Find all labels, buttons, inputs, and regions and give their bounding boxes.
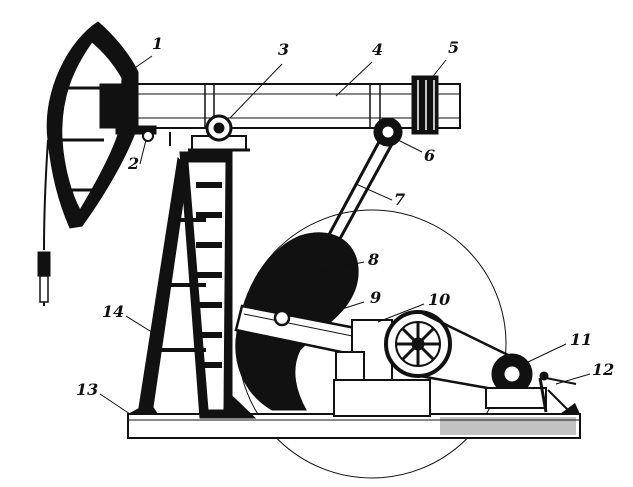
callout-5: 5 — [448, 38, 460, 57]
callout-13: 13 — [76, 380, 99, 399]
callout-3: 3 — [278, 40, 290, 59]
callout-4: 4 — [372, 40, 384, 59]
bridle-cable — [37, 139, 51, 306]
beam-counterweight — [411, 75, 439, 135]
equalizer-bearing — [373, 117, 403, 147]
brake-lever — [538, 371, 577, 413]
samson-post — [137, 135, 257, 419]
motor-pulley — [485, 353, 547, 409]
walking-beam — [107, 83, 461, 129]
horse-head — [46, 21, 139, 229]
callout-7: 7 — [394, 190, 406, 209]
reducer-sheave — [384, 310, 452, 378]
callout-9: 9 — [370, 288, 382, 307]
callout-12: 12 — [592, 360, 615, 379]
callout-8: 8 — [368, 250, 380, 269]
callout-11: 11 — [570, 330, 593, 349]
callout-1: 1 — [152, 34, 164, 53]
beam-brake — [115, 125, 171, 146]
callout-6: 6 — [424, 146, 436, 165]
callout-2: 2 — [128, 154, 140, 173]
callout-14: 14 — [102, 302, 125, 321]
callout-10: 10 — [428, 290, 451, 309]
center-bearing — [205, 114, 233, 142]
leader-lines — [99, 55, 591, 415]
